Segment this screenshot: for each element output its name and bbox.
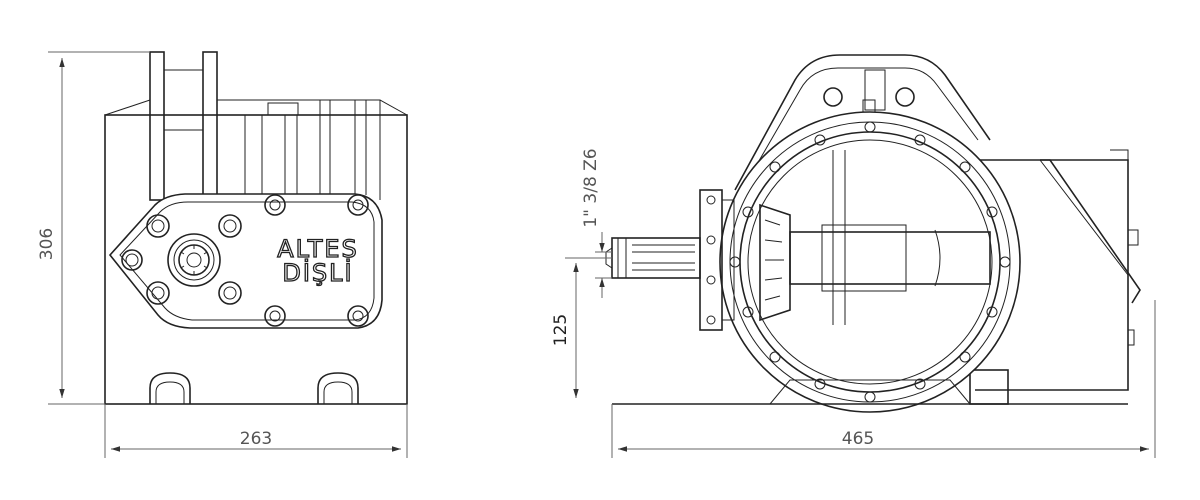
- shaft-spec-label: 1" 3/8 Z6: [581, 148, 601, 227]
- front-dimensions: 306 263: [37, 51, 408, 458]
- logo-line2: DİŞLİ: [282, 258, 353, 287]
- shaft-height-label: 125: [551, 314, 571, 346]
- logo-line1: ALTES: [277, 235, 359, 263]
- side-dimensions: 1" 3/8 Z6 125 465: [551, 148, 1156, 458]
- foot-right: [317, 372, 359, 404]
- front-view: ALTES DİŞLİ: [104, 51, 408, 405]
- cover-bolts: [146, 214, 242, 305]
- foot-left: [149, 372, 191, 404]
- flange-outer: [719, 111, 1021, 413]
- side-width-label: 465: [842, 429, 874, 449]
- hex-bolt-icon: [121, 249, 143, 271]
- front-width-label: 263: [240, 429, 272, 449]
- upper-bracket: [734, 54, 991, 191]
- front-housing: [104, 114, 408, 405]
- input-flange: [699, 189, 723, 331]
- gearbox-cover: [108, 193, 383, 329]
- input-shaft-icon: [167, 233, 221, 287]
- front-height-label: 306: [37, 228, 57, 260]
- bevel-gear-icon: [759, 203, 791, 322]
- top-lug-left: [149, 51, 165, 201]
- top-lug-right: [202, 51, 218, 201]
- splined-shaft-icon: [605, 237, 701, 279]
- flange-bolts: [729, 121, 1011, 403]
- side-view: [605, 54, 1141, 413]
